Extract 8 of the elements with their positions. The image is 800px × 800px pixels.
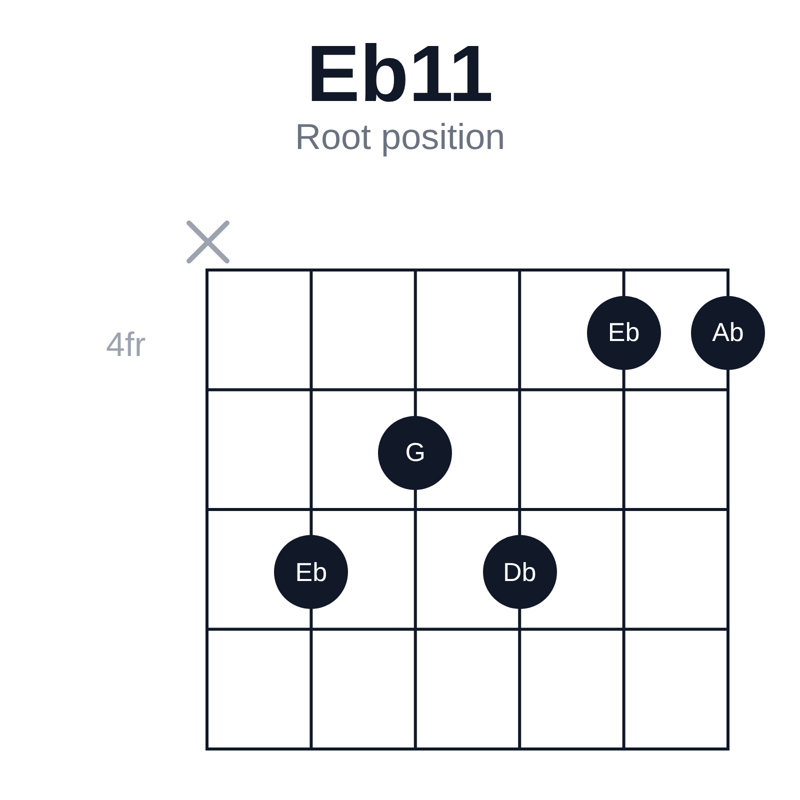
chord-title: Eb11	[306, 34, 494, 114]
finger-dot: Eb	[274, 535, 348, 610]
finger-dot: G	[378, 416, 452, 490]
subtitle: Root position	[295, 119, 506, 155]
finger-dot: Ab	[691, 296, 765, 370]
finger-dot: Eb	[586, 296, 661, 370]
finger-dot: Db	[482, 535, 557, 610]
fret-number: 4fr	[106, 328, 146, 362]
